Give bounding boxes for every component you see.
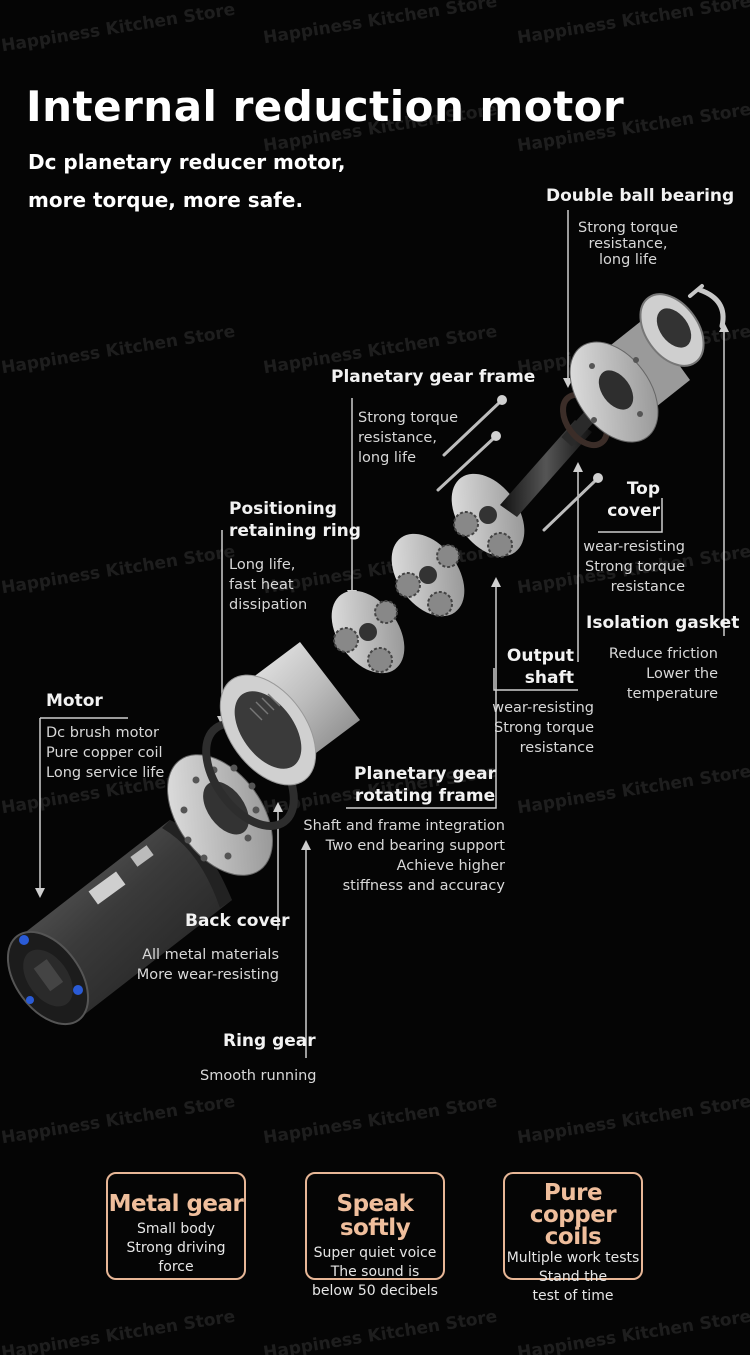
feature-box-pure-copper-coils: Pure copper coils Multiple work tests St… (503, 1172, 643, 1304)
back-cover-disc (167, 754, 273, 876)
ball-bearing (639, 293, 705, 367)
output-shaft (500, 407, 599, 517)
top-cover-label: Top cover (607, 479, 660, 521)
subtitle-line-2: more torque, more safe. (28, 188, 304, 212)
planetary-gear-disc-1 (331, 590, 405, 674)
subtitle-line-1: Dc planetary reducer motor, (28, 150, 346, 174)
feature-desc: Small body Strong driving force (126, 1221, 226, 1275)
feature-box-metal-gear: Metal gear Small body Strong driving for… (106, 1172, 246, 1280)
planetary-gear-disc-3 (451, 473, 525, 558)
motor-label: Motor (46, 691, 103, 711)
screws (436, 400, 598, 532)
motor-desc: Dc brush motor Pure copper coil Long ser… (46, 725, 165, 781)
back-cover-label: Back cover (185, 911, 290, 931)
back-cover-desc: All metal materials More wear-resisting (136, 947, 279, 983)
feature-title: Metal gear (108, 1191, 244, 1217)
double-ball-bearing-label: Double ball bearing (546, 186, 735, 206)
isolation-gasket-label: Isolation gasket (586, 613, 740, 633)
top-cover-block (569, 318, 690, 443)
page-title: Internal reduction motor (26, 82, 625, 131)
ring-gear-label: Ring gear (223, 1031, 316, 1051)
feature-title: Pure copper coils (529, 1180, 617, 1250)
feature-title: Speak softly (336, 1191, 414, 1241)
ring-gear-desc: Smooth running (200, 1068, 317, 1084)
double-ball-bearing-desc: Strong torque resistance, long life (578, 220, 678, 268)
planetary-gear-rotating-frame-desc: Shaft and frame integration Two end bear… (303, 818, 505, 894)
feature-box-speak-softly: Speak softly Super quiet voice The sound… (305, 1172, 445, 1299)
feature-desc: Multiple work tests Stand the test of ti… (506, 1250, 640, 1304)
output-shaft-desc: wear-resisting Strong torque resistance (492, 700, 594, 756)
planetary-gear-rotating-frame-label: Planetary gear rotating frame (354, 764, 496, 806)
positioning-ring-desc: Long life, fast heat dissipation (229, 557, 308, 613)
planetary-gear-disc-2 (391, 533, 465, 617)
planetary-gear-frame-desc: Strong torque resistance, long life (358, 410, 458, 466)
retaining-clip (697, 287, 726, 329)
positioning-ring-label: Positioning retaining ring (229, 499, 361, 541)
top-cover-desc: wear-resisting Strong torque resistance (583, 539, 685, 595)
isolation-gasket-desc: Reduce friction Lower the temperature (608, 646, 718, 702)
ring-gear-cylinder (219, 642, 360, 786)
feature-desc: Super quiet voice The sound is below 50 … (312, 1245, 438, 1299)
motor-body (6, 820, 232, 1026)
planetary-gear-frame-label: Planetary gear frame (331, 367, 536, 387)
callout-lines (39, 210, 725, 1058)
output-shaft-label: Output shaft (506, 646, 574, 688)
